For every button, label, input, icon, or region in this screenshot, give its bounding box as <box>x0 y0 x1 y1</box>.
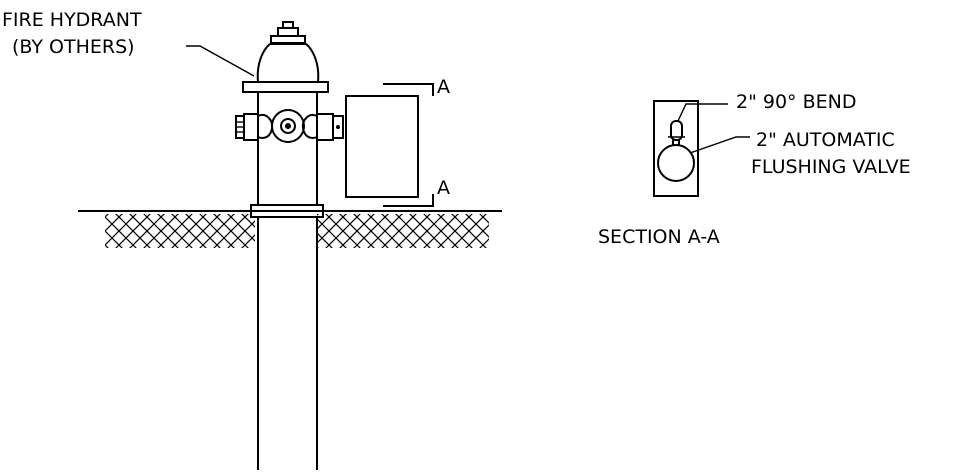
section-mark-bottom: A <box>437 177 450 199</box>
hydrant-label-line1: FIRE HYDRANT <box>2 9 142 31</box>
bend-label: 2" 90° BEND <box>736 91 856 113</box>
section-title: SECTION A-A <box>598 226 720 248</box>
hydrant-leader-line <box>186 45 255 77</box>
flushing-box <box>345 95 419 198</box>
soil-hatching <box>105 214 489 248</box>
section-cut-marks <box>383 83 434 207</box>
hydrant-body <box>235 21 344 218</box>
riser-pipe <box>257 218 318 470</box>
section-mark-top: A <box>437 76 450 98</box>
section-detail <box>653 100 699 197</box>
valve-label-line2: FLUSHING VALVE <box>751 156 911 178</box>
valve-leader-line <box>689 136 750 154</box>
hydrant-label-line2: (BY OTHERS) <box>12 36 135 58</box>
valve-label-line1: 2" AUTOMATIC <box>756 129 895 151</box>
bend-leader-line <box>677 103 728 122</box>
